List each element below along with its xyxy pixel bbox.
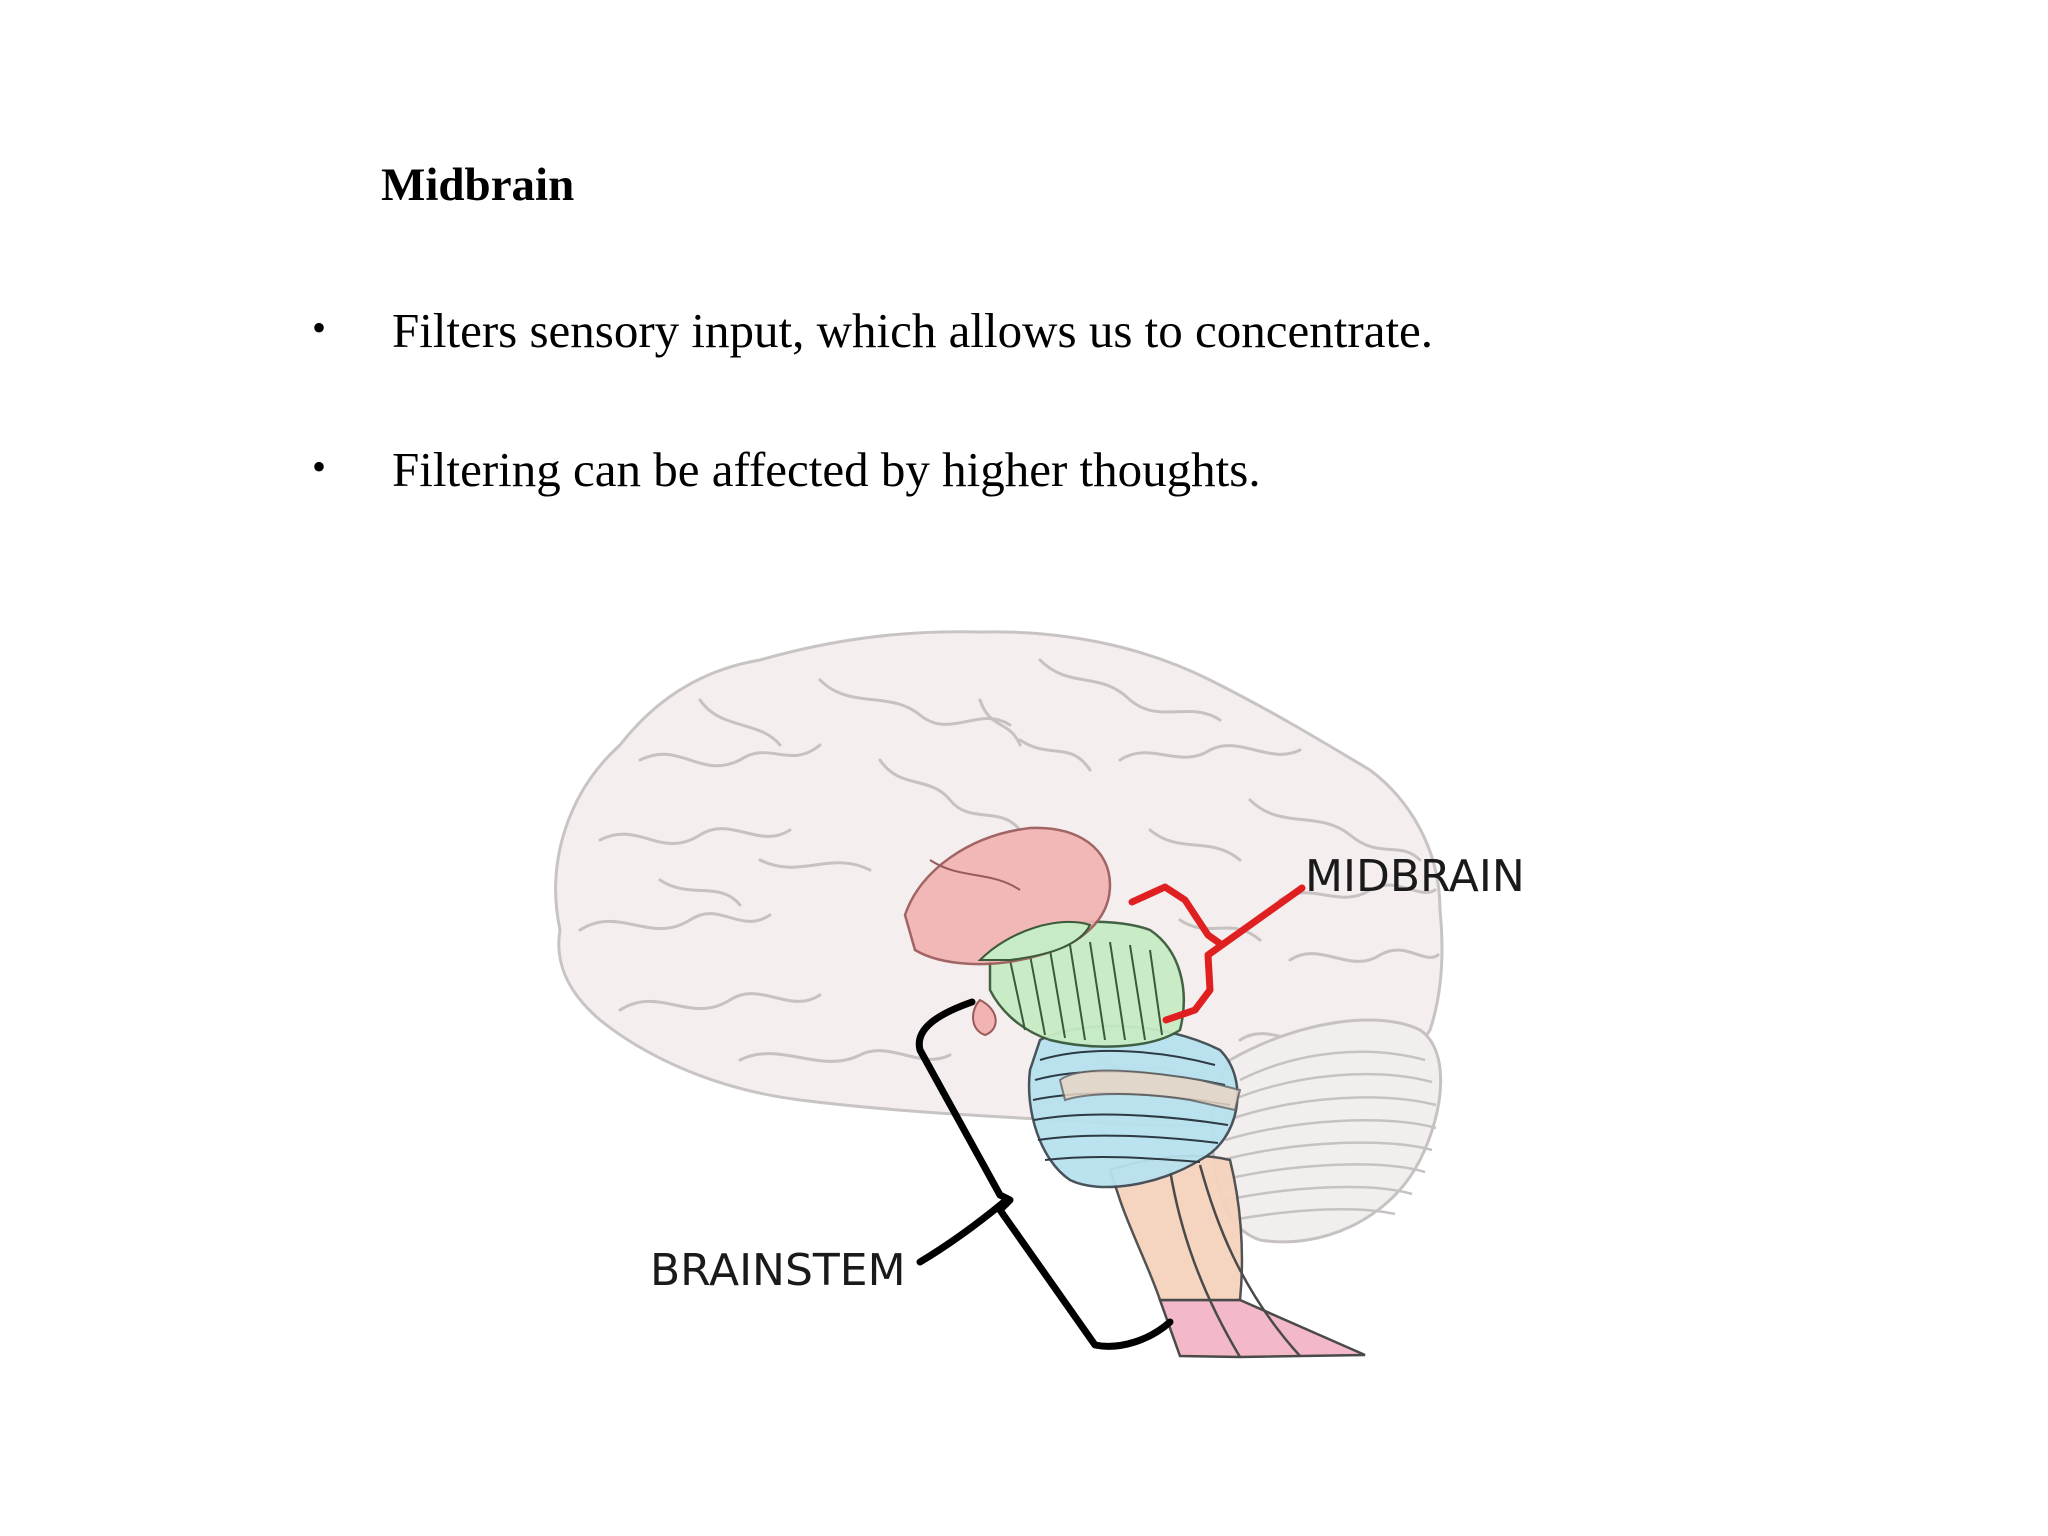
bullet-text: Filtering can be affected by higher thou… — [392, 442, 1261, 497]
cerebellum — [1210, 1018, 1443, 1244]
midbrain-label: MIDBRAIN — [1305, 851, 1525, 902]
slide-title: Midbrain — [381, 159, 575, 211]
midbrain-bracket — [1128, 883, 1306, 1024]
cerebrum-folds — [578, 658, 1440, 1082]
bullet-text: Filters sensory input, which allows us t… — [392, 303, 1434, 358]
bullet-icon: • — [312, 305, 327, 350]
midbrain-stripes — [1009, 941, 1163, 1041]
peduncle — [1058, 1069, 1242, 1112]
colliculus — [977, 921, 1092, 961]
brain-diagram: MIDBRAIN BRAINSTEM — [554, 630, 1525, 1359]
brainstem-label: BRAINSTEM — [650, 1245, 906, 1296]
bullet-icon: • — [312, 444, 327, 489]
brainstem-bracket — [915, 998, 1174, 1350]
